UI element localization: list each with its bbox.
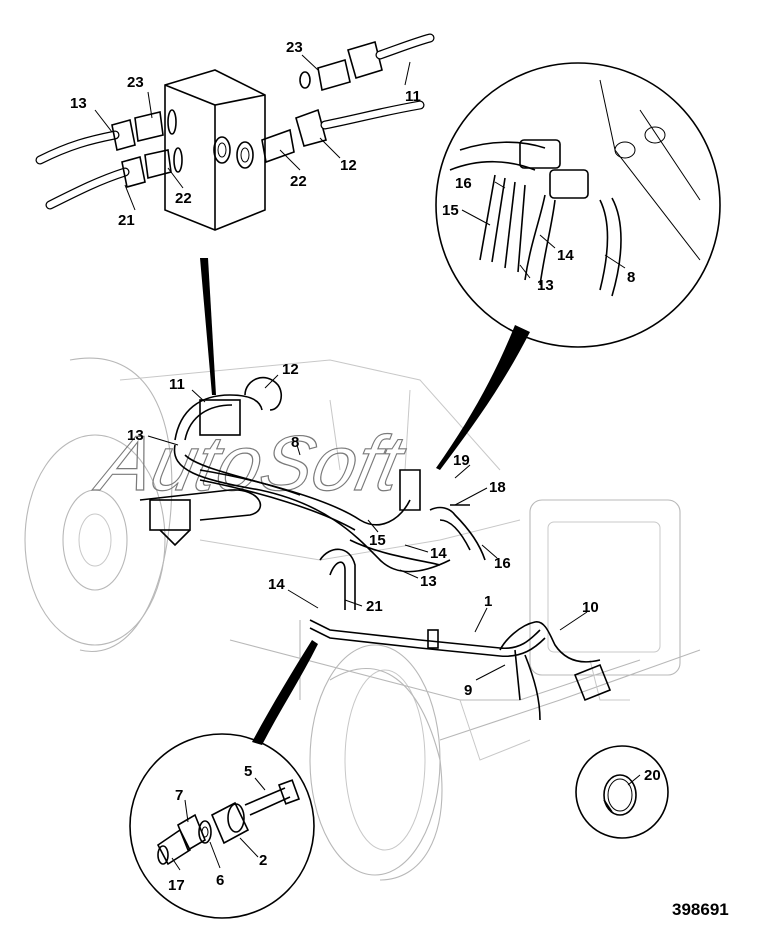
callout-21: 21 xyxy=(366,598,383,615)
callout-16: 16 xyxy=(494,555,511,572)
callout-22: 22 xyxy=(290,173,307,190)
detail-pointers xyxy=(200,258,530,745)
callout-10: 10 xyxy=(582,599,599,616)
leader-lines xyxy=(94,54,641,871)
callout-5: 5 xyxy=(244,763,252,780)
callout-13: 13 xyxy=(420,573,437,590)
callout-12: 12 xyxy=(282,361,299,378)
callout-20: 20 xyxy=(644,767,661,784)
callout-15: 15 xyxy=(369,532,386,549)
callout-12: 12 xyxy=(340,157,357,174)
callout-13: 13 xyxy=(127,427,144,444)
callout-13: 13 xyxy=(70,95,87,112)
fitting-exploded-detail xyxy=(129,733,315,919)
callout-19: 19 xyxy=(453,452,470,469)
machine-outline xyxy=(24,357,701,881)
callout-18: 18 xyxy=(489,479,506,496)
callout-16: 16 xyxy=(455,175,472,192)
main-hose-assembly xyxy=(139,376,612,721)
callout-15: 15 xyxy=(442,202,459,219)
callout-21: 21 xyxy=(118,212,135,229)
hose-clip-detail xyxy=(575,745,669,839)
callout-11: 11 xyxy=(169,376,185,393)
callout-labels: 13 23 21 22 23 11 12 22 16 15 14 13 8 11… xyxy=(70,39,661,894)
callout-22: 22 xyxy=(175,190,192,207)
callout-11: 11 xyxy=(405,88,421,105)
callout-7: 7 xyxy=(175,787,183,804)
valve-block-detail xyxy=(35,33,435,231)
callout-9: 9 xyxy=(464,682,472,699)
callout-17: 17 xyxy=(168,877,185,894)
document-number: 398691 xyxy=(672,900,729,919)
callout-14: 14 xyxy=(557,247,574,264)
callout-8: 8 xyxy=(291,434,299,451)
callout-13: 13 xyxy=(537,277,554,294)
callout-23: 23 xyxy=(127,74,144,91)
callout-1: 1 xyxy=(484,593,492,610)
callout-14: 14 xyxy=(430,545,447,562)
callout-14: 14 xyxy=(268,576,285,593)
callout-23: 23 xyxy=(286,39,303,56)
hose-connection-detail xyxy=(435,62,721,348)
callout-2: 2 xyxy=(259,852,267,869)
callout-6: 6 xyxy=(216,872,224,889)
callout-8: 8 xyxy=(627,269,635,286)
